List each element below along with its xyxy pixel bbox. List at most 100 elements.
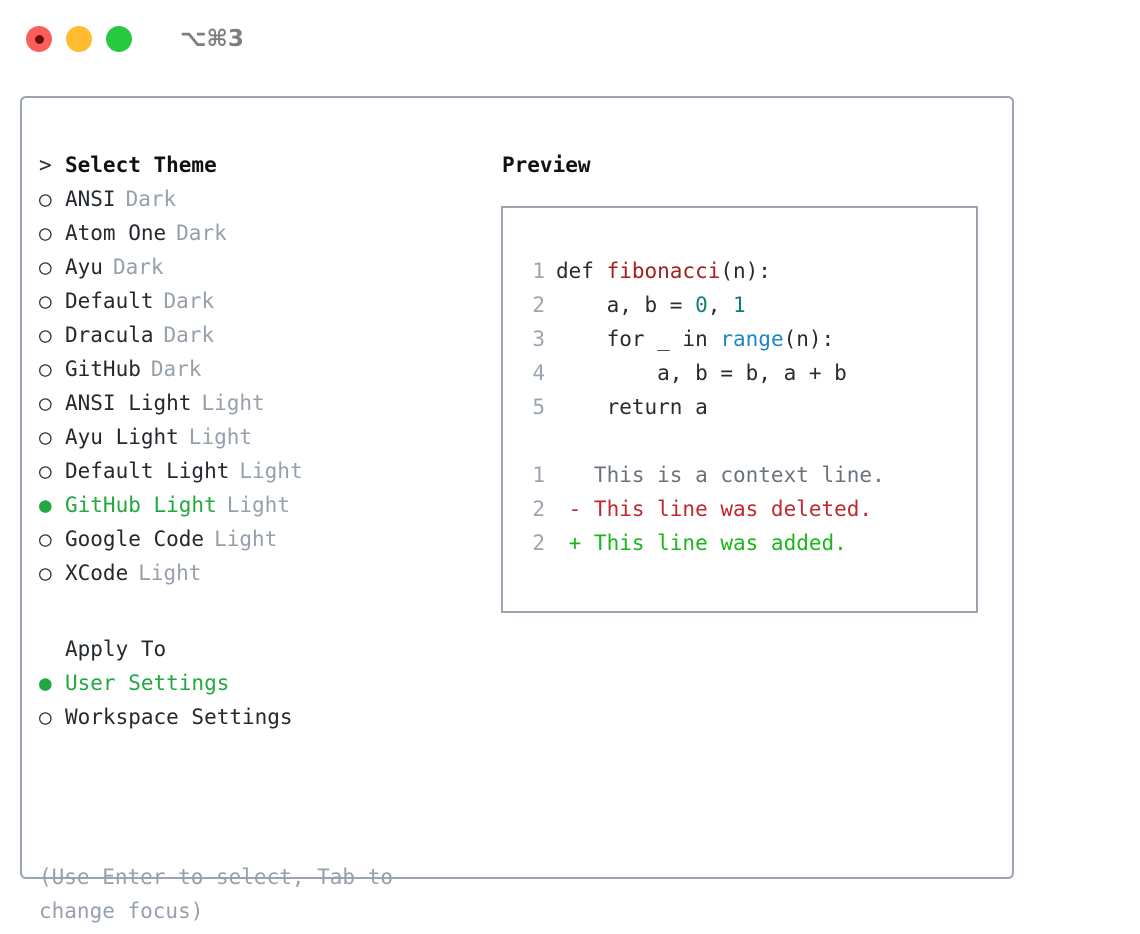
theme-option-label: GitHub xyxy=(65,357,141,381)
theme-list-title: Select Theme xyxy=(65,153,217,177)
theme-option-ansi-light[interactable]: ○ ANSI Light Light xyxy=(39,386,489,420)
code-line: 5 return a xyxy=(503,390,976,424)
theme-variant-badge: Dark xyxy=(125,187,177,211)
theme-option-github-light[interactable]: ● GitHub Light Light xyxy=(39,488,489,522)
code-token: fibonacci xyxy=(606,259,721,283)
theme-option-google-code[interactable]: ○ Google Code Light xyxy=(39,522,489,556)
code-line: 3 for _ in range(n): xyxy=(503,322,976,356)
radio-unselected-icon: ○ xyxy=(39,561,52,585)
code-token: 1 xyxy=(733,293,746,317)
apply-to-option-label: User Settings xyxy=(65,671,230,695)
theme-option-ansi[interactable]: ○ ANSI Dark xyxy=(39,182,489,216)
theme-variant-badge: Light xyxy=(138,561,202,585)
theme-option-ayu-light[interactable]: ○ Ayu Light Light xyxy=(39,420,489,454)
code-token: return a xyxy=(556,395,708,419)
theme-variant-badge: Light xyxy=(214,527,278,551)
theme-option-label: Ayu Light xyxy=(65,425,179,449)
theme-option-label: XCode xyxy=(65,561,129,585)
code-token: a, b = b, a + b xyxy=(556,361,847,385)
zoom-button[interactable] xyxy=(106,26,132,52)
radio-selected-icon: ● xyxy=(39,493,52,517)
minimize-button[interactable] xyxy=(66,26,92,52)
title-bar: ⌥⌘3 xyxy=(0,0,1140,78)
theme-option-label: Default Light xyxy=(65,459,230,483)
theme-option-label: Ayu xyxy=(65,255,103,279)
theme-option-xcode[interactable]: ○ XCode Light xyxy=(39,556,489,590)
radio-unselected-icon: ○ xyxy=(39,391,52,415)
theme-variant-badge: Light xyxy=(239,459,303,483)
diff-line-text: - This line was deleted. xyxy=(556,497,873,521)
theme-option-label: Atom One xyxy=(65,221,167,245)
line-number: 2 xyxy=(532,497,545,521)
apply-to-option-label: Workspace Settings xyxy=(65,705,293,729)
radio-unselected-icon: ○ xyxy=(39,187,52,211)
diff-line-add: 2 + This line was added. xyxy=(503,526,976,560)
apply-to-title: Apply To xyxy=(65,637,167,661)
line-number: 2 xyxy=(532,531,545,555)
close-button[interactable] xyxy=(26,26,52,52)
theme-variant-badge: Dark xyxy=(163,323,215,347)
code-token: for _ in xyxy=(556,327,721,351)
theme-variant-badge: Dark xyxy=(150,357,202,381)
line-number: 1 xyxy=(532,463,545,487)
radio-unselected-icon: ○ xyxy=(39,527,52,551)
radio-unselected-icon: ○ xyxy=(39,705,52,729)
theme-option-label: ANSI xyxy=(65,187,116,211)
theme-option-label: GitHub Light xyxy=(65,493,217,517)
code-token: range xyxy=(720,327,784,351)
theme-option-default-light[interactable]: ○ Default Light Light xyxy=(39,454,489,488)
theme-option-label: ANSI Light xyxy=(65,391,192,415)
apply-to-options-list: ● User Settings ○ Workspace Settings xyxy=(39,666,489,734)
radio-unselected-icon: ○ xyxy=(39,425,52,449)
code-token: , xyxy=(707,293,734,317)
radio-selected-icon: ● xyxy=(39,671,52,695)
theme-variant-badge: Light xyxy=(188,425,253,449)
code-token: (n): xyxy=(783,327,835,351)
code-token: 0 xyxy=(695,293,708,317)
code-token: def xyxy=(556,259,607,283)
diff-line-del: 2 - This line was deleted. xyxy=(503,492,976,526)
diff-sample: 1 This is a context line.2 - This line w… xyxy=(503,458,976,560)
hint-line-2: change focus) xyxy=(39,899,204,923)
apply-to-option-user-settings[interactable]: ● User Settings xyxy=(39,666,489,700)
radio-unselected-icon: ○ xyxy=(39,323,52,347)
apply-to-option-workspace-settings[interactable]: ○ Workspace Settings xyxy=(39,700,489,734)
theme-variant-badge: Light xyxy=(201,391,265,415)
line-number: 1 xyxy=(532,259,545,283)
radio-unselected-icon: ○ xyxy=(39,221,52,245)
hint-line-1: (Use Enter to select, Tab to xyxy=(39,865,394,889)
line-number: 4 xyxy=(532,361,545,385)
theme-option-label: Default xyxy=(65,289,154,313)
line-number: 5 xyxy=(532,395,545,419)
theme-option-github[interactable]: ○ GitHub Dark xyxy=(39,352,489,386)
diff-line-context: 1 This is a context line. xyxy=(503,458,976,492)
code-line: 1 def fibonacci(n): xyxy=(503,254,976,288)
code-line: 2 a, b = 0, 1 xyxy=(503,288,976,322)
theme-option-label: Dracula xyxy=(65,323,154,347)
traffic-lights xyxy=(26,26,132,52)
theme-option-atom-one[interactable]: ○ Atom One Dark xyxy=(39,216,489,250)
radio-unselected-icon: ○ xyxy=(39,289,52,313)
radio-unselected-icon: ○ xyxy=(39,255,52,279)
diff-spacer xyxy=(503,424,976,458)
theme-option-label: Google Code xyxy=(65,527,205,551)
line-number: 2 xyxy=(532,293,545,317)
keyboard-hint: (Use Enter to select, Tab to change focu… xyxy=(39,860,449,928)
theme-variant-badge: Dark xyxy=(176,221,227,245)
theme-variant-badge: Light xyxy=(226,493,290,517)
spacer-icon: ○ xyxy=(39,632,65,666)
theme-option-dracula[interactable]: ○ Dracula Dark xyxy=(39,318,489,352)
prompt-caret-icon: > xyxy=(39,153,52,177)
radio-unselected-icon: ○ xyxy=(39,459,52,483)
radio-unselected-icon: ○ xyxy=(39,357,52,381)
theme-list-header: > Select Theme xyxy=(39,148,489,182)
code-token: (n): xyxy=(720,259,771,283)
